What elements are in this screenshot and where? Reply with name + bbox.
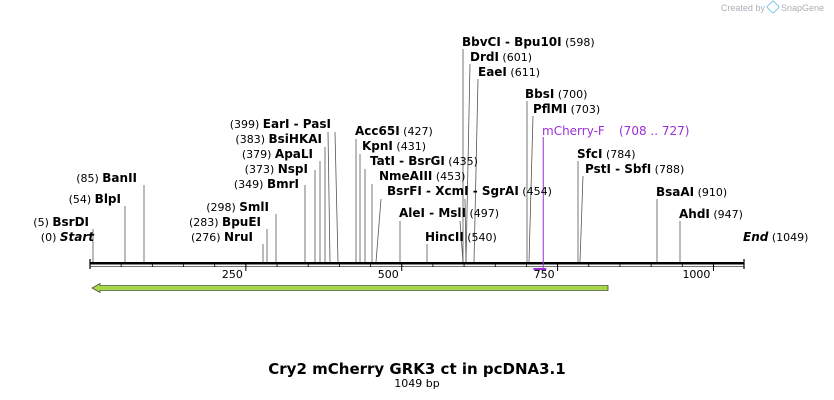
site-sfci: SfcI (784) <box>577 147 636 161</box>
site-ahdi: AhdI (947) <box>679 207 743 221</box>
site-hincii: HincII (540) <box>425 230 497 244</box>
ruler-tick-label: 250 <box>222 268 243 281</box>
map-length: 1049 bp <box>394 377 440 390</box>
ruler-tick-label: 750 <box>534 268 555 281</box>
site-blpi: (54) BlpI <box>69 192 121 206</box>
site-kpni: KpnI (431) <box>362 139 426 153</box>
site-nrui: (276) NruI <box>191 230 253 244</box>
primer-range: (708 .. 727) <box>619 124 689 138</box>
site-eaei: EaeI (611) <box>478 65 540 79</box>
site-apali: (379) ApaLI <box>242 147 313 161</box>
map-title: Cry2 mCherry GRK3 ct in pcDNA3.1 <box>268 360 566 378</box>
site-labels: (0) Start (5) BsrDI (54) BlpI (85) BanII… <box>33 35 808 244</box>
site-pflmi: PflMI (703) <box>533 102 600 116</box>
site-banii: (85) BanII <box>76 171 137 185</box>
site-drdi: DrdI (601) <box>470 50 532 64</box>
watermark-prefix: Created by <box>720 3 765 13</box>
sequence-map: 250 500 750 1000 mCherry-F (708 .. 727) (0)… <box>33 35 808 294</box>
orf-arrow[interactable] <box>91 282 609 294</box>
site-leader-lines <box>92 49 681 263</box>
site-tati-bsrgi: TatI - BsrGI (435) <box>370 154 478 168</box>
site-psti-sbfi: PstI - SbfI (788) <box>585 162 684 176</box>
site-bsihkai: (383) BsiHKAI <box>235 132 322 146</box>
site-eari-pasi: (399) EarI - PasI <box>230 117 331 131</box>
site-bbvci-bpu10i: BbvCI - Bpu10I (598) <box>462 35 595 49</box>
ruler-tick-label: 500 <box>378 268 399 281</box>
sequence-ruler <box>89 259 745 269</box>
ruler-ticks: 250 500 750 1000 <box>120 264 714 281</box>
site-bsrdi: (5) BsrDI <box>33 215 89 229</box>
site-bsaai: BsaAI (910) <box>656 185 727 199</box>
site-bmri: (349) BmrI <box>234 177 299 191</box>
site-bbsi: BbsI (700) <box>525 87 587 101</box>
site-end: End (1049) <box>743 230 808 244</box>
site-nmeaiii: NmeAIII (453) <box>379 169 465 183</box>
site-start: (0) Start <box>41 230 95 244</box>
site-alei-msli: AleI - MslI (497) <box>399 206 499 220</box>
snapgene-watermark: Created by SnapGene <box>720 0 824 15</box>
site-acc65i: Acc65I (427) <box>355 124 433 138</box>
site-nspi: (373) NspI <box>245 162 308 176</box>
site-bsrfi-sgrai: BsrFI - XcmI - SgrAI (454) <box>387 184 552 198</box>
watermark-brand: SnapGene <box>780 3 824 13</box>
ruler-tick-label: 1000 <box>682 268 710 281</box>
primer-mcherry-f[interactable]: mCherry-F (708 .. 727) <box>533 124 689 270</box>
primer-label: mCherry-F <box>542 124 605 138</box>
site-bpuei: (283) BpuEI <box>189 215 261 229</box>
site-smli: (298) SmlI <box>206 200 269 214</box>
